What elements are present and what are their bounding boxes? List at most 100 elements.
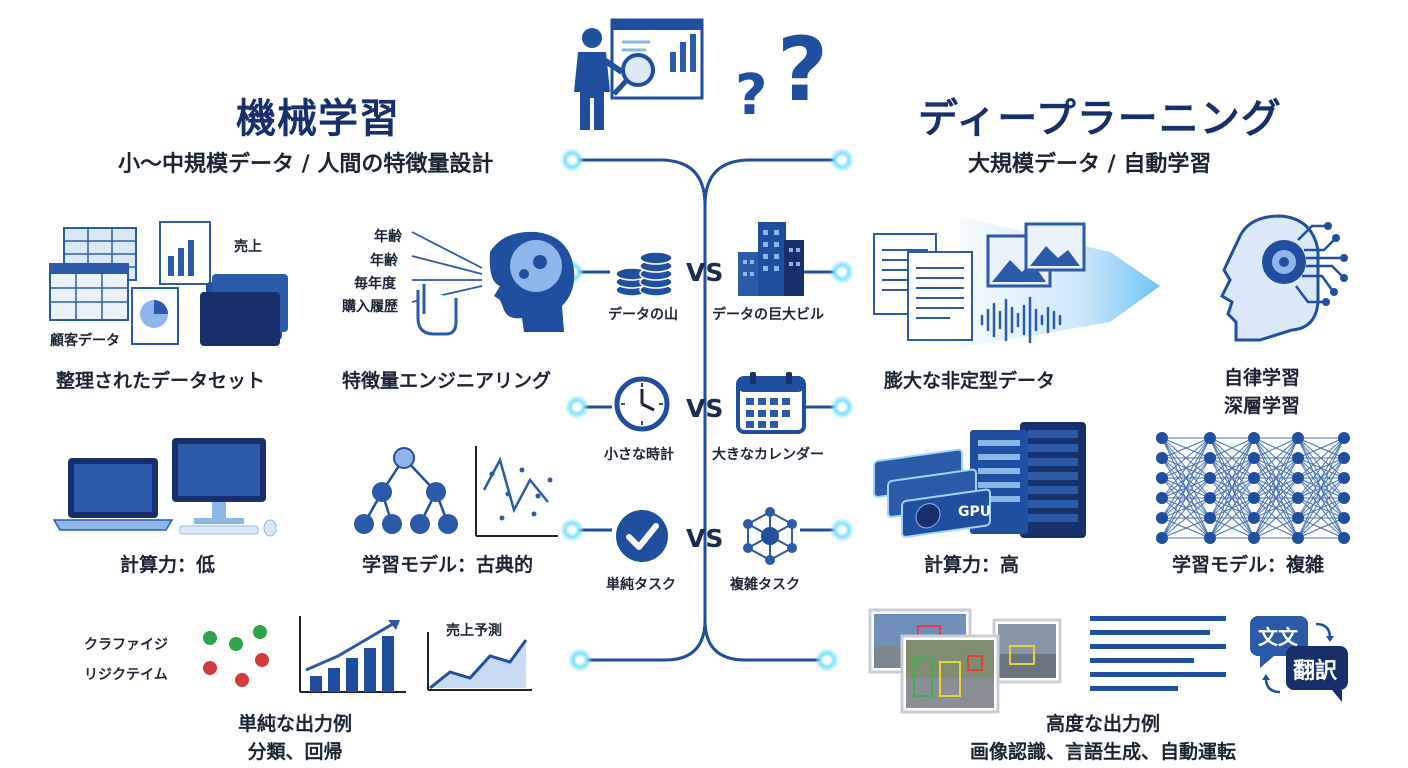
nn-edge — [1297, 437, 1345, 519]
left-subtitle: 小〜中規模データ / 人間の特徴量設計 — [118, 152, 494, 177]
left-model-caption: 学習モデル：古典的 — [362, 554, 534, 576]
nn-edge — [1253, 477, 1299, 539]
nn-edge — [1297, 437, 1345, 499]
network-cluster-icon — [743, 507, 797, 565]
right-output-caption-line1: 高度な出力例 — [1046, 713, 1161, 735]
nn-edge — [1161, 477, 1211, 539]
nn-node — [1156, 432, 1168, 444]
feature-item: 年齢 — [370, 253, 398, 269]
nn-edge — [1161, 437, 1211, 539]
nn-edge — [1253, 437, 1299, 519]
nn-node — [1204, 432, 1216, 444]
nn-node — [1156, 512, 1168, 524]
glow-dot — [830, 260, 854, 284]
glow-dot — [830, 395, 854, 419]
nn-edge — [1297, 477, 1345, 539]
sales-label: 売上 — [234, 239, 262, 255]
nn-edge — [1297, 517, 1345, 539]
right-output-caption: 高度な出力例 画像認識、言語生成、自動運転 — [970, 710, 1236, 766]
nn-node — [1204, 492, 1216, 504]
comparison-right-1: データの巨大ビル — [712, 307, 824, 323]
nn-edge — [1161, 437, 1211, 459]
customer-data-label: 顧客データ — [50, 333, 120, 349]
cluster-dots-icon — [203, 625, 269, 687]
vs-label-2: VS — [686, 394, 724, 423]
question-marks-icon: ? ? — [735, 18, 828, 128]
clock-icon — [614, 376, 670, 432]
nn-edge — [1209, 437, 1255, 519]
right-subtitle: 大規模データ / 自動学習 — [968, 152, 1212, 177]
nn-edge — [1209, 437, 1255, 539]
left-title: 機械学習 — [236, 96, 400, 142]
bar-growth-icon — [299, 616, 406, 693]
area-forecast-icon — [427, 632, 532, 691]
nn-edge — [1161, 517, 1211, 539]
glow-dot — [565, 395, 589, 419]
nn-node — [1156, 452, 1168, 464]
unstructured-data-icon — [873, 216, 1160, 348]
svg-text:?: ? — [777, 18, 828, 121]
calendar-icon — [736, 372, 806, 434]
nn-node — [1338, 492, 1350, 504]
presenter-icon — [574, 18, 704, 130]
nn-node — [1204, 512, 1216, 524]
nn-edge — [1161, 497, 1211, 539]
nn-node — [1338, 432, 1350, 444]
left-output-caption: 単純な出力例 分類、回帰 — [238, 710, 352, 766]
right-compute-caption: 計算力：高 — [924, 554, 1020, 576]
right-output-caption-line2: 画像認識、言語生成、自動運転 — [970, 741, 1237, 763]
nn-edge — [1297, 497, 1345, 539]
brain-head-icon — [411, 231, 575, 336]
glow-dot — [568, 648, 592, 672]
nn-node — [1292, 452, 1304, 464]
gpu-server-icon: GPU — [873, 422, 1086, 538]
nn-node — [1156, 532, 1168, 544]
gpu-label: GPU — [958, 504, 991, 520]
nn-node — [1248, 472, 1260, 484]
vs-label-1: VS — [686, 258, 724, 287]
comparison-left-3: 単純タスク — [606, 577, 676, 593]
neural-network-icon — [1156, 432, 1350, 544]
nn-edge — [1209, 437, 1255, 499]
dataset-icon — [49, 221, 288, 346]
nn-node — [1292, 492, 1304, 504]
checkmark-icon — [616, 510, 668, 562]
auto-learning-line2: 深層学習 — [1224, 395, 1301, 417]
nn-node — [1156, 472, 1168, 484]
sales-forecast-label: 売上予測 — [446, 623, 502, 639]
nn-edge — [1161, 457, 1211, 539]
regression-label: リジクテイム — [84, 667, 168, 683]
glow-dot — [560, 518, 584, 542]
nn-edge — [1209, 517, 1255, 539]
comparison-left-2: 小さな時計 — [604, 447, 674, 463]
left-output-caption-line2: 分類、回帰 — [247, 741, 343, 763]
auto-learning-line1: 自律学習 — [1224, 367, 1301, 389]
right-model-caption: 学習モデル：複雑 — [1172, 554, 1325, 576]
left-output-caption-line1: 単純な出力例 — [238, 713, 353, 735]
nn-edge — [1209, 477, 1255, 539]
nn-node — [1292, 472, 1304, 484]
ai-head-icon — [1220, 214, 1348, 342]
nn-node — [1338, 532, 1350, 544]
nn-node — [1248, 532, 1260, 544]
nn-edge — [1253, 437, 1299, 499]
translation-icon: 文文 翻訳 — [1250, 616, 1348, 702]
feature-item: 年齢 — [374, 229, 402, 245]
nn-node — [1248, 492, 1260, 504]
right-title: ディープラーニング — [918, 96, 1282, 142]
nn-node — [1292, 432, 1304, 444]
nn-node — [1204, 472, 1216, 484]
comparison-right-3: 複雑タスク — [730, 577, 800, 593]
nn-edge — [1161, 437, 1211, 479]
nn-node — [1292, 532, 1304, 544]
nn-edge — [1297, 457, 1345, 539]
nn-edge — [1209, 437, 1255, 479]
translate-bottom-label: 翻訳 — [1293, 658, 1338, 684]
dataset-caption: 整理されたデータセット — [56, 370, 266, 392]
nn-node — [1204, 532, 1216, 544]
nn-edge — [1297, 437, 1345, 459]
nn-edge — [1253, 497, 1299, 539]
nn-node — [1204, 452, 1216, 464]
text-generation-icon — [1090, 616, 1226, 691]
nn-node — [1292, 512, 1304, 524]
